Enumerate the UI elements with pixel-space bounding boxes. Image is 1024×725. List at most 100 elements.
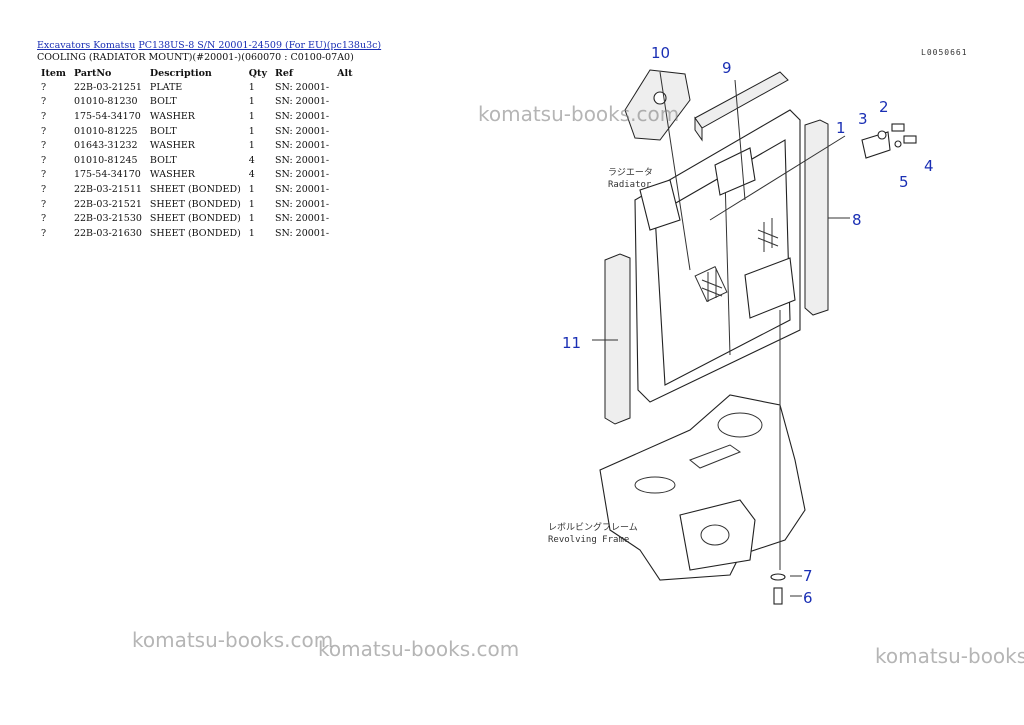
radiator-grille-1: [694, 265, 728, 303]
callout-8: 8: [852, 211, 862, 229]
callout-1: 1: [836, 119, 846, 137]
cell-qty: 1: [248, 213, 255, 225]
cell-item: ?: [41, 81, 47, 93]
cell-qty: 1: [248, 81, 255, 93]
col-item: Item: [41, 67, 66, 79]
cell-partno: 22B-03-21251: [73, 81, 142, 93]
table-row: ? 01010-81230 BOLT 1 SN: 20001-: [37, 95, 356, 110]
cell-partno: 01010-81245: [73, 154, 138, 166]
parts-6-7-bolt-washer: [770, 573, 786, 605]
cell-partno: 22B-03-21511: [73, 183, 142, 195]
breadcrumb-link-excavators[interactable]: Excavators Komatsu: [37, 40, 136, 51]
cell-item: ?: [41, 125, 47, 137]
cell-qty: 1: [248, 125, 255, 137]
callout-5: 5: [899, 173, 909, 191]
label-radiator-jp: ラジエータ: [608, 167, 653, 178]
callout-4: 4: [924, 157, 934, 175]
cell-ref: SN: 20001-: [274, 125, 330, 137]
cell-qty: 1: [248, 140, 255, 152]
cell-item: ?: [41, 169, 47, 181]
parts-table: Item PartNo Description Qty Ref Alt ?22B…: [37, 66, 356, 241]
callout-7: 7: [803, 567, 813, 585]
label-radiator-en: Radiator: [608, 180, 652, 190]
cell-partno: 01643-31232: [73, 140, 138, 152]
cell-ref: SN: 20001-: [274, 81, 330, 93]
col-qty: Qty: [248, 67, 267, 79]
cell-ref: SN: 20001-: [274, 227, 330, 239]
cell-ref: SN: 20001-: [274, 110, 330, 122]
callout-10: 10: [651, 44, 670, 62]
callout-2: 2: [879, 98, 889, 116]
cell-alt: [333, 211, 356, 226]
cell-description: WASHER: [149, 140, 195, 152]
drawing-code: L0050661: [921, 48, 968, 57]
col-alt: Alt: [337, 67, 353, 79]
label-frame-jp: レボルビングフレーム: [548, 521, 638, 533]
cell-qty: 1: [248, 227, 255, 239]
breadcrumb: Excavators Komatsu PC138US-8 S/N 20001-2…: [37, 40, 381, 52]
watermark: komatsu-books.com: [875, 644, 1024, 668]
cell-description: WASHER: [149, 110, 195, 122]
cell-item: ?: [41, 183, 47, 195]
cell-description: SHEET (BONDED): [149, 183, 241, 195]
cell-description: SHEET (BONDED): [149, 213, 241, 225]
cell-alt: [333, 95, 356, 110]
cell-description: BOLT: [149, 125, 177, 137]
callout-9: 9: [722, 59, 732, 77]
page-subtitle: COOLING (RADIATOR MOUNT)(#20001-)(060070…: [37, 52, 354, 63]
cell-qty: 1: [248, 198, 255, 210]
cell-item: ?: [41, 198, 47, 210]
cell-ref: SN: 20001-: [274, 96, 330, 108]
cell-qty: 1: [248, 96, 255, 108]
callout-3: 3: [858, 110, 868, 128]
watermark: komatsu-books.com: [132, 628, 334, 652]
col-partno: PartNo: [73, 67, 112, 79]
cell-qty: 1: [248, 183, 255, 195]
cell-alt: [333, 197, 356, 212]
callout-11: 11: [562, 334, 581, 352]
cell-qty: 4: [248, 169, 255, 181]
breadcrumb-link-model[interactable]: PC138US-8 S/N 20001-24509 (For EU)(pc138…: [138, 40, 382, 51]
cell-alt: [333, 80, 356, 95]
cell-alt: [333, 182, 356, 197]
part-9-sheet: [694, 71, 789, 142]
cell-description: WASHER: [149, 169, 195, 181]
cell-alt: [333, 138, 356, 153]
watermark: komatsu-books.com: [478, 102, 680, 126]
cell-alt: [333, 109, 356, 124]
cell-description: BOLT: [149, 154, 177, 166]
cell-qty: 4: [248, 154, 255, 166]
parts-2-5-hardware: [877, 123, 917, 148]
cell-ref: SN: 20001-: [274, 183, 330, 195]
part-10-plate: [624, 69, 691, 141]
cell-item: ?: [41, 140, 47, 152]
radiator-assembly: [634, 109, 801, 403]
part-11-sheet: [604, 253, 631, 425]
cell-item: ?: [41, 154, 47, 166]
cell-ref: SN: 20001-: [274, 198, 330, 210]
cell-description: SHEET (BONDED): [149, 227, 241, 239]
callout-6: 6: [803, 589, 813, 607]
cell-alt: [333, 226, 356, 241]
watermark: komatsu-books.com: [318, 637, 520, 661]
cell-description: BOLT: [149, 96, 177, 108]
revolving-frame: [599, 394, 806, 581]
cell-item: ?: [41, 96, 47, 108]
cell-description: SHEET (BONDED): [149, 198, 241, 210]
label-frame-en: Revolving Frame: [548, 535, 629, 545]
cell-ref: SN: 20001-: [274, 169, 330, 181]
exploded-parts-diagram: 1 2 3 4 5 6 7 8 9 10 11 ラジエータ Radiator レ…: [548, 44, 934, 607]
cell-partno: 01010-81230: [73, 96, 138, 108]
cell-alt: [333, 124, 356, 139]
cell-alt: [333, 153, 356, 168]
cell-alt: [333, 168, 356, 183]
